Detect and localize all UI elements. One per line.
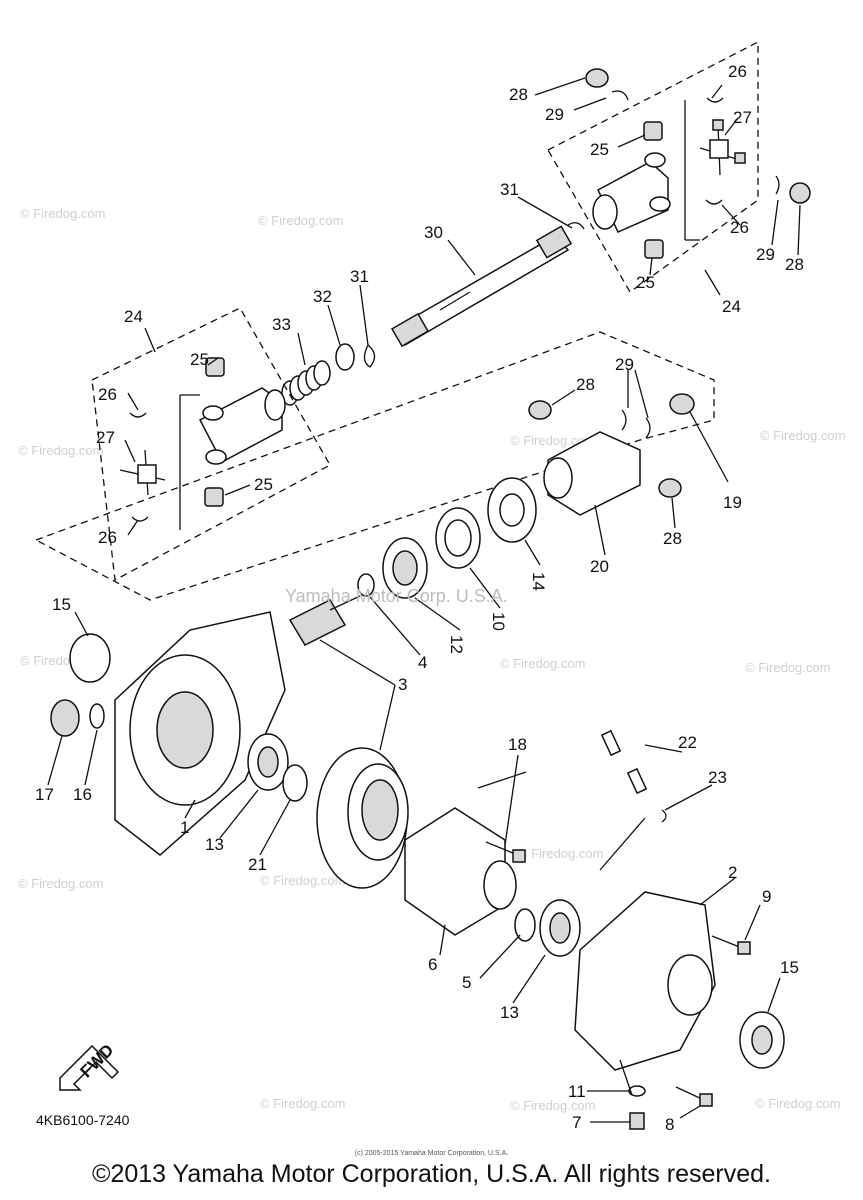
left-bearing	[247, 733, 308, 802]
callout-5: 5	[462, 973, 471, 992]
callout-15: 15	[52, 595, 71, 614]
callout-21: 21	[248, 855, 267, 874]
lower-universal-joint-group	[91, 307, 331, 582]
callout-13: 13	[205, 835, 224, 854]
gear-case-cover	[574, 891, 785, 1071]
center-watermark: Yamaha Motor Corp. U.S.A.	[285, 586, 508, 606]
callout-28: 28	[785, 255, 804, 274]
callout-30: 30	[424, 223, 443, 242]
part-code: 4KB6100-7240	[36, 1112, 130, 1128]
callout-29: 29	[545, 105, 564, 124]
callout-3: 3	[398, 675, 407, 694]
fwd-arrow-icon: FWD	[59, 1041, 120, 1091]
callout-24: 24	[722, 297, 741, 316]
pins	[600, 729, 667, 823]
callout-27: 27	[733, 108, 752, 127]
svg-text:© Firedog.com: © Firedog.com	[260, 873, 345, 888]
callout-18: 18	[508, 735, 527, 754]
callout-labels: 28 29 26 27 25 31 30 26 29 28 25 24 24 3…	[35, 62, 804, 1134]
washer	[335, 343, 355, 371]
callout-26: 26	[98, 385, 117, 404]
fine-print: (c) 2005-2015 Yamaha Motor Corporation, …	[354, 1150, 509, 1157]
callout-7: 7	[572, 1113, 581, 1132]
callout-17: 17	[35, 785, 54, 804]
callout-1: 1	[180, 818, 189, 837]
callout-11: 11	[568, 1082, 586, 1101]
callout-26: 26	[730, 218, 749, 237]
upper-yoke	[592, 152, 671, 233]
right-bearing	[514, 899, 581, 957]
callout-24: 24	[124, 307, 143, 326]
callout-10: 10	[489, 612, 508, 631]
svg-text:© Firedog.com: © Firedog.com	[518, 846, 603, 861]
callout-14: 14	[529, 572, 548, 591]
callout-23: 23	[708, 768, 727, 787]
callout-33: 33	[272, 315, 291, 334]
leader-lines	[47, 77, 801, 1123]
middle-flange-yoke	[528, 393, 695, 516]
drive-shaft	[390, 225, 573, 348]
svg-text:© Firedog.com: © Firedog.com	[510, 433, 595, 448]
svg-text:© Firedog.com: © Firedog.com	[18, 443, 103, 458]
callout-2: 2	[728, 863, 737, 882]
callout-25: 25	[190, 350, 209, 369]
svg-text:© Firedog.com: © Firedog.com	[755, 1096, 840, 1111]
watermark-layer: © Firedog.com © Firedog.com © Firedog.co…	[18, 206, 845, 1113]
callout-13: 13	[500, 1003, 519, 1022]
callout-28: 28	[576, 375, 595, 394]
callout-25: 25	[254, 475, 273, 494]
pinion-assembly	[288, 477, 537, 646]
callout-15: 15	[780, 958, 799, 977]
callout-27: 27	[96, 428, 115, 447]
svg-text:© Firedog.com: © Firedog.com	[18, 876, 103, 891]
callout-20: 20	[590, 557, 609, 576]
callout-6: 6	[428, 955, 437, 974]
svg-text:© Firedog.com: © Firedog.com	[745, 660, 830, 675]
callout-8: 8	[665, 1115, 674, 1134]
callout-22: 22	[678, 733, 697, 752]
callout-32: 32	[313, 287, 332, 306]
callout-19: 19	[723, 493, 742, 512]
upper-spider	[699, 119, 746, 176]
callout-28: 28	[663, 529, 682, 548]
svg-text:© Firedog.com: © Firedog.com	[500, 656, 585, 671]
callout-9: 9	[762, 887, 771, 906]
callout-31: 31	[350, 267, 369, 286]
callout-25: 25	[636, 273, 655, 292]
svg-text:© Firedog.com: © Firedog.com	[258, 213, 343, 228]
callout-12: 12	[447, 635, 466, 654]
callout-25: 25	[590, 140, 609, 159]
upper-bearing-cups	[567, 68, 811, 259]
spring-and-washers	[281, 343, 376, 406]
differential-unit	[404, 771, 527, 936]
svg-text:© Firedog.com: © Firedog.com	[20, 206, 105, 221]
callout-26: 26	[728, 62, 747, 81]
middle-group-outline	[35, 331, 715, 601]
svg-text:© Firedog.com: © Firedog.com	[260, 1096, 345, 1111]
callout-29: 29	[756, 245, 775, 264]
callout-29: 29	[615, 355, 634, 374]
svg-text:© Firedog.com: © Firedog.com	[760, 428, 845, 443]
callout-16: 16	[73, 785, 92, 804]
copyright-footer: ©2013 Yamaha Motor Corporation, U.S.A. A…	[92, 1160, 771, 1188]
svg-text:© Firedog.com: © Firedog.com	[510, 1098, 595, 1113]
circlip	[363, 344, 376, 368]
callout-31: 31	[500, 180, 519, 199]
callout-28: 28	[509, 85, 528, 104]
gear-case-housing	[50, 611, 286, 856]
upper-universal-joint-group	[547, 40, 811, 293]
callout-4: 4	[418, 653, 427, 672]
ring-gear	[316, 747, 409, 889]
callout-26: 26	[98, 528, 117, 547]
spring	[281, 360, 331, 406]
